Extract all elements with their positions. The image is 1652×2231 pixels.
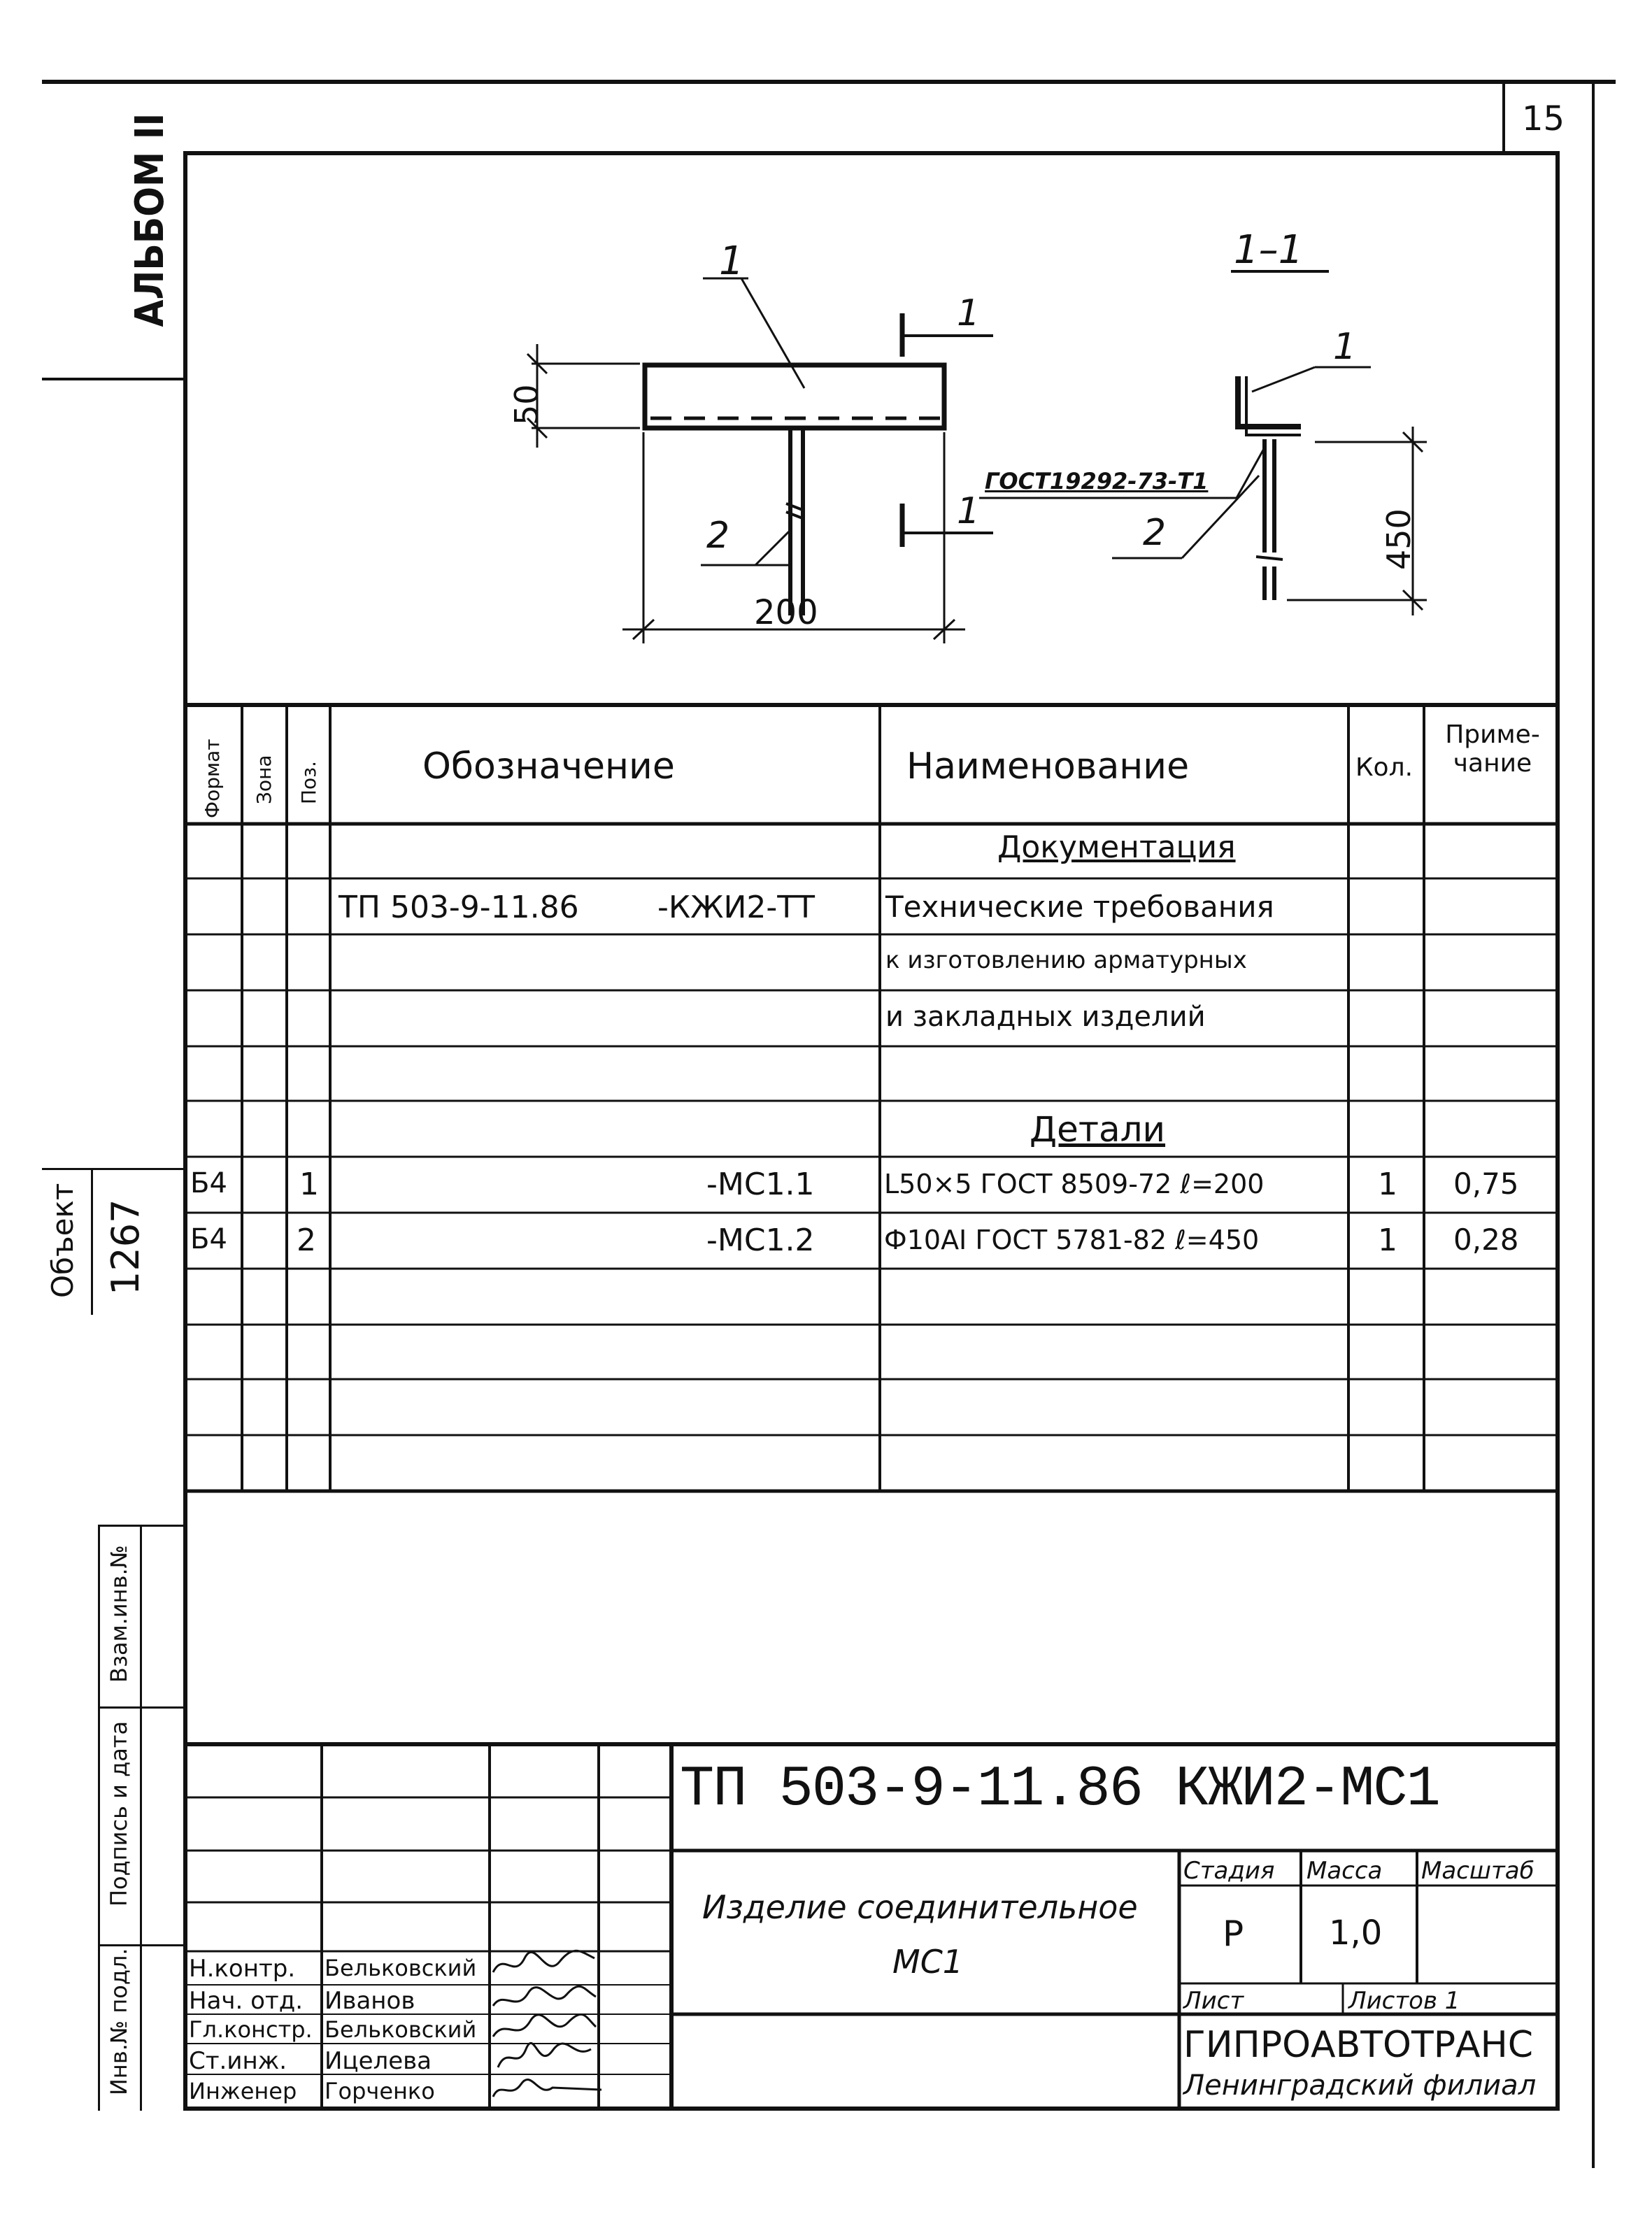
side-stamp-left: [98, 1525, 100, 2111]
header-qty: Кол.: [1355, 753, 1414, 782]
spec-row-2-designation-suffix: -КЖИ2-ТТ: [657, 890, 816, 925]
dim-width-200: 200: [754, 593, 818, 632]
item-name-line2: МС1: [892, 1943, 964, 1981]
spec-row-8-designation: -МС1.2: [706, 1223, 815, 1258]
front-view-pos1: 1: [719, 238, 744, 284]
name-nach-otd: Иванов: [325, 1987, 415, 2015]
spec-row-7-note: 0,75: [1453, 1167, 1519, 1201]
role-nach-otd: Нач. отд.: [189, 1987, 304, 2015]
spec-row-2-designation: ТП 503-9-11.86: [339, 890, 579, 925]
stage-label: Стадия: [1183, 1857, 1275, 1885]
inner-frame-bottom: [183, 2107, 1560, 2111]
section-mark-bottom: 1: [957, 490, 981, 532]
spec-row-7-designation: -МС1.1: [706, 1167, 815, 1202]
side-stamp-sep2: [98, 1944, 185, 1946]
spec-row-8-name: Ф10АI ГОСТ 5781-82 ℓ=450: [884, 1225, 1260, 1255]
section-mark-top: 1: [957, 292, 981, 334]
spec-row-7-qty: 1: [1378, 1167, 1397, 1202]
spec-row-8-note: 0,28: [1453, 1223, 1519, 1257]
spec-row-6-name: Детали: [1030, 1109, 1166, 1150]
spec-row-7-format: Б4: [190, 1167, 227, 1199]
weld-note: ГОСТ19292-73-Т1: [985, 468, 1209, 494]
object-box-divider: [91, 1168, 93, 1315]
role-gl-konstr: Гл.констр.: [189, 2016, 313, 2043]
spec-row-8-format: Б4: [190, 1223, 227, 1255]
section-pos2: 2: [1143, 512, 1167, 554]
sheets-label: Листов 1: [1348, 1987, 1460, 2015]
inner-frame-left: [183, 152, 187, 2111]
scale-label: Масштаб: [1421, 1857, 1534, 1885]
section-title: 1–1: [1234, 227, 1304, 273]
dim-length-450: 450: [1380, 508, 1418, 570]
section-pos1: 1: [1333, 326, 1357, 368]
name-inzhener: Горченко: [325, 2078, 435, 2104]
org-branch: Ленинградский филиал: [1183, 2069, 1537, 2102]
sheet-number: 15: [1522, 99, 1565, 138]
header-format: Формат: [201, 739, 224, 818]
inner-frame-top: [183, 151, 1560, 155]
top-border-line: [42, 80, 1616, 84]
spec-row-8-pos: 2: [297, 1223, 316, 1258]
header-name: Наименование: [906, 746, 1190, 787]
spec-row-4-name: и закладных изделий: [885, 1001, 1206, 1033]
spec-row-8-qty: 1: [1378, 1223, 1397, 1258]
spec-row-7-name: L50×5 ГОСТ 8509-72 ℓ=200: [884, 1169, 1265, 1199]
name-n-kontr: Бельковский: [325, 1955, 477, 1981]
sheet-label: Лист: [1183, 1987, 1244, 2015]
object-box-top: [42, 1168, 185, 1170]
side-stamp-top: [98, 1525, 185, 1527]
album-box-line: [42, 378, 185, 380]
mass-label: Масса: [1306, 1857, 1383, 1885]
spec-row-2-name: Технические требования: [885, 890, 1274, 924]
header-note: Приме-чание: [1445, 720, 1540, 778]
dim-height-50: 50: [508, 384, 546, 425]
outer-right-line: [1592, 84, 1595, 2168]
role-st-inzh: Ст.инж.: [189, 2047, 287, 2075]
role-inzhener: Инженер: [189, 2078, 297, 2104]
spec-row-1-name: Документация: [997, 829, 1236, 865]
header-pos: Поз.: [297, 761, 320, 804]
item-name-line1: Изделие соединительное: [702, 1888, 1138, 1926]
header-designation: Обозначение: [422, 746, 675, 787]
mass-value: 1,0: [1329, 1913, 1383, 1953]
name-st-inzh: Ицелева: [325, 2047, 432, 2075]
role-n-kontr: Н.контр.: [189, 1955, 296, 1983]
stage-value: Р: [1223, 1913, 1244, 1954]
sheet-number-box-left: [1502, 80, 1505, 152]
org-name: ГИПРОАВТОТРАНС: [1183, 2024, 1534, 2066]
inner-frame-right: [1555, 151, 1560, 2111]
side-stamp-sep1: [98, 1706, 185, 1709]
name-gl-konstr: Бельковский: [325, 2016, 477, 2043]
spec-row-7-pos: 1: [299, 1167, 319, 1202]
spec-row-3-name: к изготовлению арматурных: [885, 946, 1247, 974]
front-view-pos2: 2: [706, 515, 730, 557]
side-stamp-mid: [140, 1525, 142, 2111]
header-zone: Зона: [252, 755, 276, 804]
title-code: ТП 503-9-11.86 КЖИ2-МС1: [680, 1757, 1441, 1822]
